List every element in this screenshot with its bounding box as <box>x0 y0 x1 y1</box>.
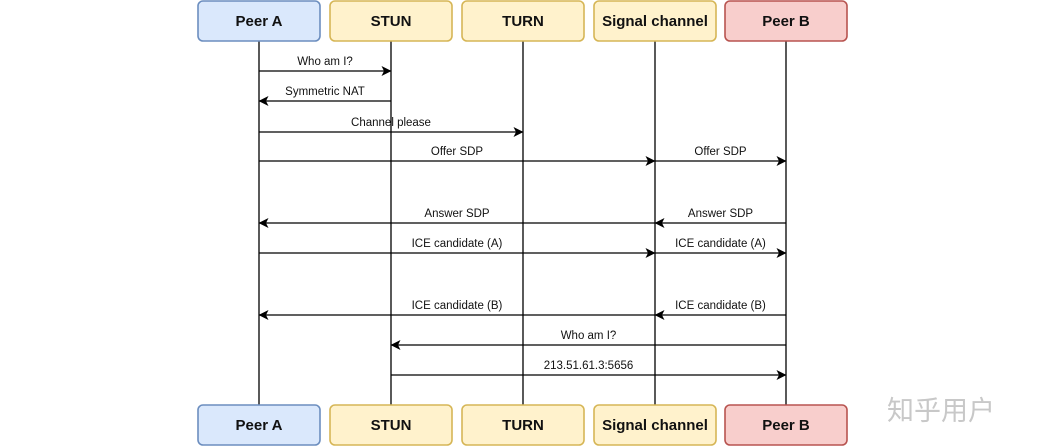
message-label: Answer SDP <box>424 208 490 220</box>
message-label: ICE candidate (A) <box>675 238 766 250</box>
message-label: Who am I? <box>561 330 617 342</box>
actor-peerA-top: Peer A <box>197 0 321 42</box>
actor-signal-bottom: Signal channel <box>593 404 717 446</box>
message-5: Answer SDP <box>258 208 655 228</box>
actor-label: TURN <box>502 13 544 30</box>
actor-label: STUN <box>371 417 412 434</box>
message-10: ICE candidate (B) <box>654 300 786 320</box>
message-label: Offer SDP <box>431 146 484 158</box>
actor-signal-top: Signal channel <box>593 0 717 42</box>
actor-label: STUN <box>371 13 412 30</box>
message-6: Answer SDP <box>654 208 786 228</box>
message-1: Symmetric NAT <box>258 86 391 106</box>
actor-box <box>593 404 717 446</box>
actor-turn-top: TURN <box>461 0 585 42</box>
actor-label: Peer B <box>762 13 810 30</box>
message-4: Offer SDP <box>655 146 787 166</box>
actor-box <box>724 0 848 42</box>
message-label: ICE candidate (B) <box>412 300 503 312</box>
actor-stun-bottom: STUN <box>329 404 453 446</box>
watermark-text: 知乎用户 <box>887 396 995 427</box>
message-label: 213.51.61.3:5656 <box>544 360 634 372</box>
actor-turn-bottom: TURN <box>461 404 585 446</box>
message-label: Channel please <box>351 117 431 129</box>
actor-label: Peer A <box>236 13 283 30</box>
actor-box <box>724 404 848 446</box>
message-8: ICE candidate (A) <box>655 238 787 258</box>
actor-box <box>461 404 585 446</box>
message-label: ICE candidate (A) <box>412 238 503 250</box>
message-label: Answer SDP <box>688 208 754 220</box>
message-0: Who am I? <box>259 56 392 76</box>
actor-label: Signal channel <box>602 417 708 434</box>
top-actor-row: Peer A STUN TURN Signal channel Peer B <box>197 0 848 42</box>
actor-label: TURN <box>502 417 544 434</box>
message-2: Channel please <box>259 117 524 137</box>
message-3: Offer SDP <box>259 146 656 166</box>
actor-box <box>329 404 453 446</box>
message-9: ICE candidate (B) <box>258 300 655 320</box>
actor-label: Peer B <box>762 417 810 434</box>
bottom-actor-row: Peer A STUN TURN Signal channel Peer B <box>197 404 848 446</box>
actor-box <box>593 0 717 42</box>
actor-box <box>461 0 585 42</box>
actor-stun-top: STUN <box>329 0 453 42</box>
message-label: Who am I? <box>297 56 353 68</box>
message-label: Offer SDP <box>694 146 747 158</box>
message-label: ICE candidate (B) <box>675 300 766 312</box>
actor-peerA-bottom: Peer A <box>197 404 321 446</box>
messages: Who am I? Symmetric NAT Channel pleaseOffe… <box>258 56 787 380</box>
actor-peerB-top: Peer B <box>724 0 848 42</box>
actor-peerB-bottom: Peer B <box>724 404 848 446</box>
actor-box <box>329 0 453 42</box>
message-11: Who am I? <box>390 330 786 350</box>
actor-label: Peer A <box>236 417 283 434</box>
message-label: Symmetric NAT <box>285 86 365 98</box>
message-7: ICE candidate (A) <box>259 238 656 258</box>
actor-box <box>197 404 321 446</box>
message-12: 213.51.61.3:5656 <box>391 360 787 380</box>
actor-label: Signal channel <box>602 13 708 30</box>
actor-box <box>197 0 321 42</box>
